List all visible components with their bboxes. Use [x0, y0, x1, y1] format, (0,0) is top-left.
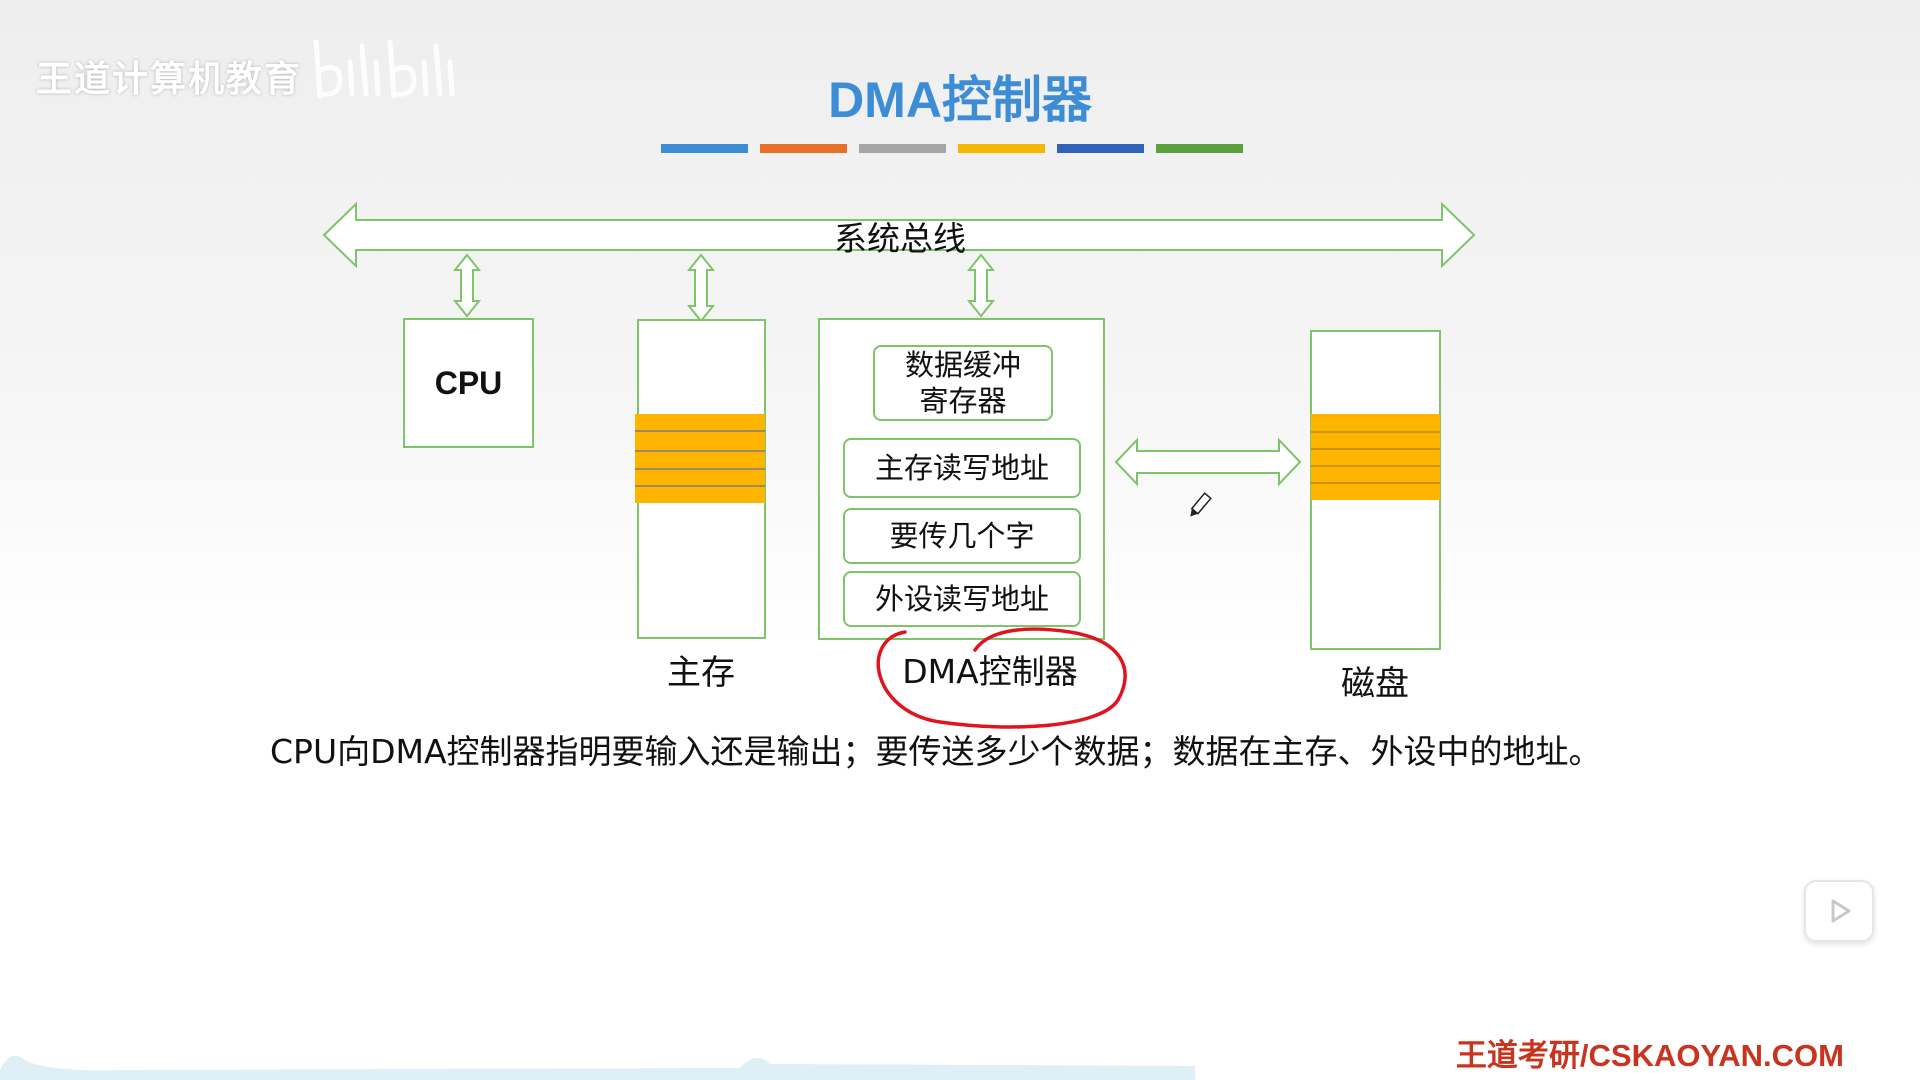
accent-bar-yellow — [958, 144, 1045, 153]
bottom-wave-decoration — [0, 1055, 1195, 1080]
play-icon — [1831, 899, 1851, 923]
accent-bar-gray — [859, 144, 946, 153]
word-count-register: 要传几个字 — [843, 508, 1081, 564]
system-bus-label: 系统总线 — [834, 219, 966, 258]
dma-bus-connector — [966, 253, 996, 318]
memory-highlight-blocks — [635, 414, 765, 503]
cpu-bus-connector — [452, 253, 482, 318]
accent-bar-orange — [760, 144, 847, 153]
watermark-logo-text: 王道计算机教育 — [36, 58, 303, 99]
system-bus-arrow — [322, 201, 1476, 269]
cpu-label: CPU — [434, 364, 503, 401]
accent-bar-green — [1156, 144, 1243, 153]
dma-disk-connector — [1114, 437, 1302, 487]
slide-title: DMA控制器 — [828, 72, 1092, 128]
accent-bar-blue — [661, 144, 748, 153]
register-label-line2: 寄存器 — [919, 384, 1007, 418]
dma-caption: DMA控制器 — [902, 652, 1078, 691]
disk-caption: 磁盘 — [1341, 664, 1409, 704]
data-buffer-register: 数据缓冲 寄存器 — [873, 345, 1053, 421]
disk-highlight-blocks — [1311, 414, 1440, 500]
memory-caption: 主存 — [667, 653, 735, 693]
bilibili-logo — [313, 39, 455, 99]
memory-bus-connector — [686, 253, 716, 323]
pen-cursor-icon — [1190, 492, 1212, 517]
footer-brand: 王道考研/CSKAOYAN.COM — [1455, 1038, 1844, 1073]
memory-address-register: 主存读写地址 — [843, 438, 1081, 498]
play-button[interactable] — [1804, 880, 1874, 942]
slide-description: CPU向DMA控制器指明要输入还是输出；要传送多少个数据；数据在主存、外设中的地… — [270, 732, 1602, 771]
red-circle-annotation — [876, 627, 1127, 729]
accent-bar-darkblue — [1057, 144, 1144, 153]
cpu-box — [403, 318, 534, 448]
device-address-register: 外设读写地址 — [843, 571, 1081, 627]
accent-color-bars — [661, 144, 1243, 153]
register-label-line1: 数据缓冲 — [904, 348, 1021, 382]
